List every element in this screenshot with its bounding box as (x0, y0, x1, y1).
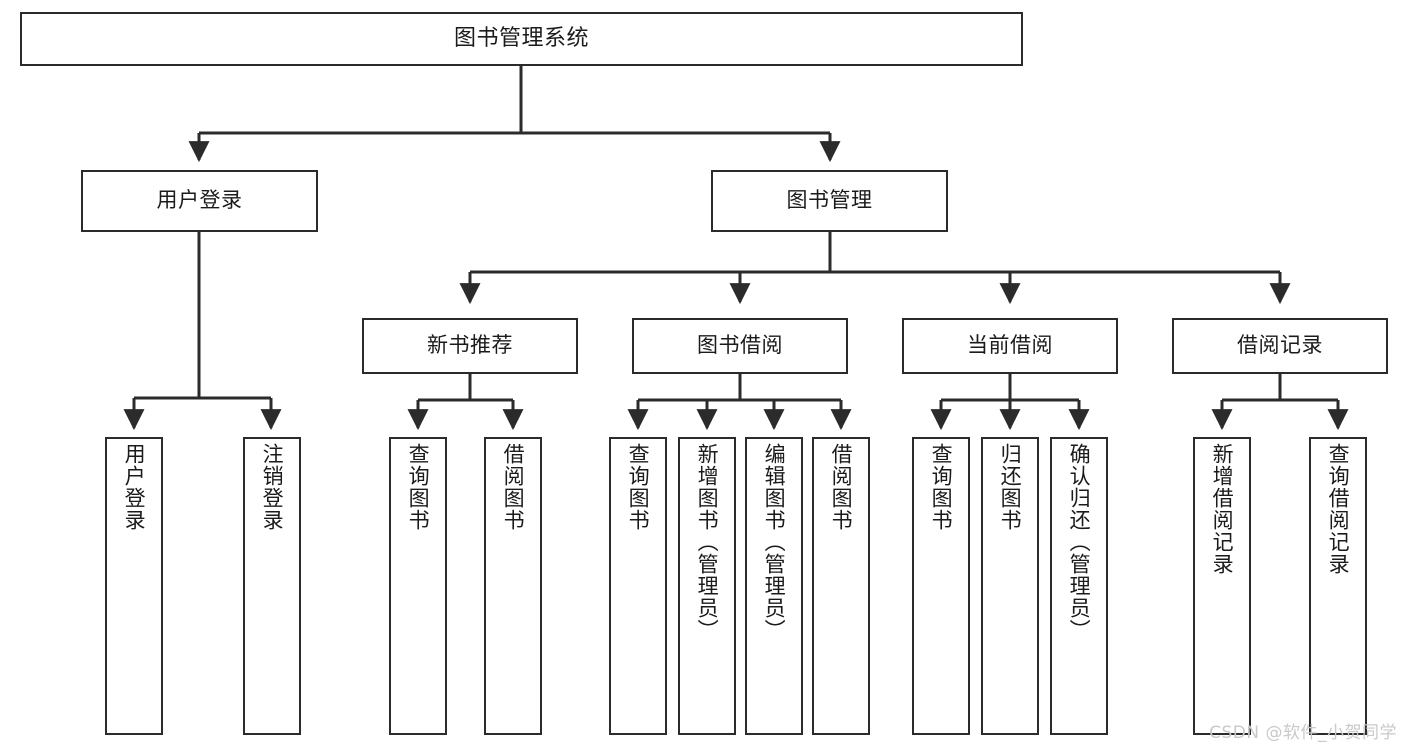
node-leaf-add-book-admin-label: 新增图书（管理员） (695, 443, 720, 641)
node-leaf-query-book-1-label: 查询图书 (406, 443, 431, 531)
node-leaf-user-login[interactable]: 用户登录 (105, 437, 163, 735)
node-book-manage-label: 图书管理 (786, 188, 873, 213)
node-leaf-user-login-label: 用户登录 (122, 443, 147, 531)
csdn-watermark: CSDN @软件_小贺同学 (1209, 723, 1397, 743)
node-leaf-edit-book-admin-label: 编辑图书（管理员） (762, 443, 787, 641)
node-book-borrow-label: 图书借阅 (697, 333, 783, 358)
node-root-system[interactable]: 图书管理系统 (20, 12, 1023, 66)
node-leaf-confirm-return-admin[interactable]: 确认归还（管理员） (1050, 437, 1108, 735)
node-leaf-query-book-2-label: 查询图书 (626, 443, 651, 531)
node-book-borrow[interactable]: 图书借阅 (632, 318, 848, 374)
node-leaf-borrow-book-1[interactable]: 借阅图书 (484, 437, 542, 735)
node-leaf-logout-label: 注销登录 (260, 443, 285, 531)
node-borrow-record-label: 借阅记录 (1237, 333, 1323, 358)
node-leaf-query-borrow-record-label: 查询借阅记录 (1326, 443, 1351, 575)
node-leaf-add-borrow-record-label: 新增借阅记录 (1210, 443, 1235, 575)
node-current-borrow[interactable]: 当前借阅 (902, 318, 1118, 374)
node-leaf-borrow-book-2[interactable]: 借阅图书 (812, 437, 870, 735)
node-root-system-label: 图书管理系统 (453, 25, 589, 51)
node-new-book-recommend-label: 新书推荐 (427, 333, 513, 358)
node-current-borrow-label: 当前借阅 (967, 333, 1053, 358)
node-leaf-query-book-3[interactable]: 查询图书 (912, 437, 970, 735)
node-leaf-query-book-1[interactable]: 查询图书 (389, 437, 447, 735)
node-user-login[interactable]: 用户登录 (81, 170, 318, 232)
node-leaf-query-book-2[interactable]: 查询图书 (609, 437, 667, 735)
node-leaf-return-book[interactable]: 归还图书 (981, 437, 1039, 735)
node-leaf-add-book-admin[interactable]: 新增图书（管理员） (678, 437, 736, 735)
node-leaf-add-borrow-record[interactable]: 新增借阅记录 (1193, 437, 1251, 735)
node-user-login-label: 用户登录 (156, 188, 243, 213)
node-leaf-logout[interactable]: 注销登录 (243, 437, 301, 735)
node-book-manage[interactable]: 图书管理 (711, 170, 948, 232)
node-new-book-recommend[interactable]: 新书推荐 (362, 318, 578, 374)
node-leaf-edit-book-admin[interactable]: 编辑图书（管理员） (745, 437, 803, 735)
node-leaf-borrow-book-2-label: 借阅图书 (829, 443, 854, 531)
node-leaf-confirm-return-admin-label: 确认归还（管理员） (1067, 443, 1092, 641)
node-leaf-return-book-label: 归还图书 (998, 443, 1023, 531)
node-borrow-record[interactable]: 借阅记录 (1172, 318, 1388, 374)
node-leaf-query-book-3-label: 查询图书 (929, 443, 954, 531)
node-leaf-borrow-book-1-label: 借阅图书 (501, 443, 526, 531)
node-leaf-query-borrow-record[interactable]: 查询借阅记录 (1309, 437, 1367, 735)
